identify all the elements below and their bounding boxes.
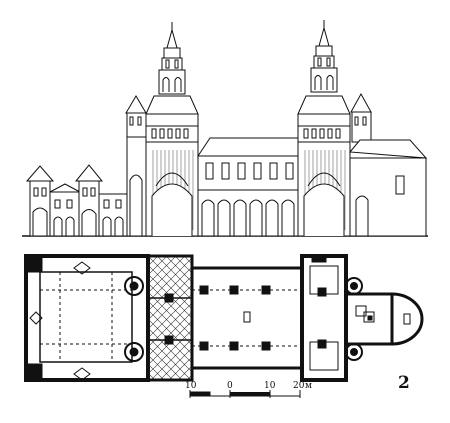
right-bell-tower xyxy=(297,20,372,237)
scale-tick-left: 10 xyxy=(185,381,197,391)
scale-tick-twenty: 20 xyxy=(293,381,305,391)
section-elevation xyxy=(22,20,428,237)
east-block xyxy=(348,139,428,237)
scale-bar xyxy=(189,390,301,398)
second-small-tower xyxy=(74,164,104,237)
floor-plan xyxy=(24,254,424,382)
nave-body xyxy=(197,137,313,237)
left-small-tower xyxy=(25,165,55,237)
scale-tick-zero: 0 xyxy=(227,381,233,391)
scale-tick-ten: 10 xyxy=(264,381,276,391)
scale-unit: м xyxy=(305,381,313,391)
left-bell-tower xyxy=(125,22,199,237)
plate-number: 2 xyxy=(398,373,410,393)
